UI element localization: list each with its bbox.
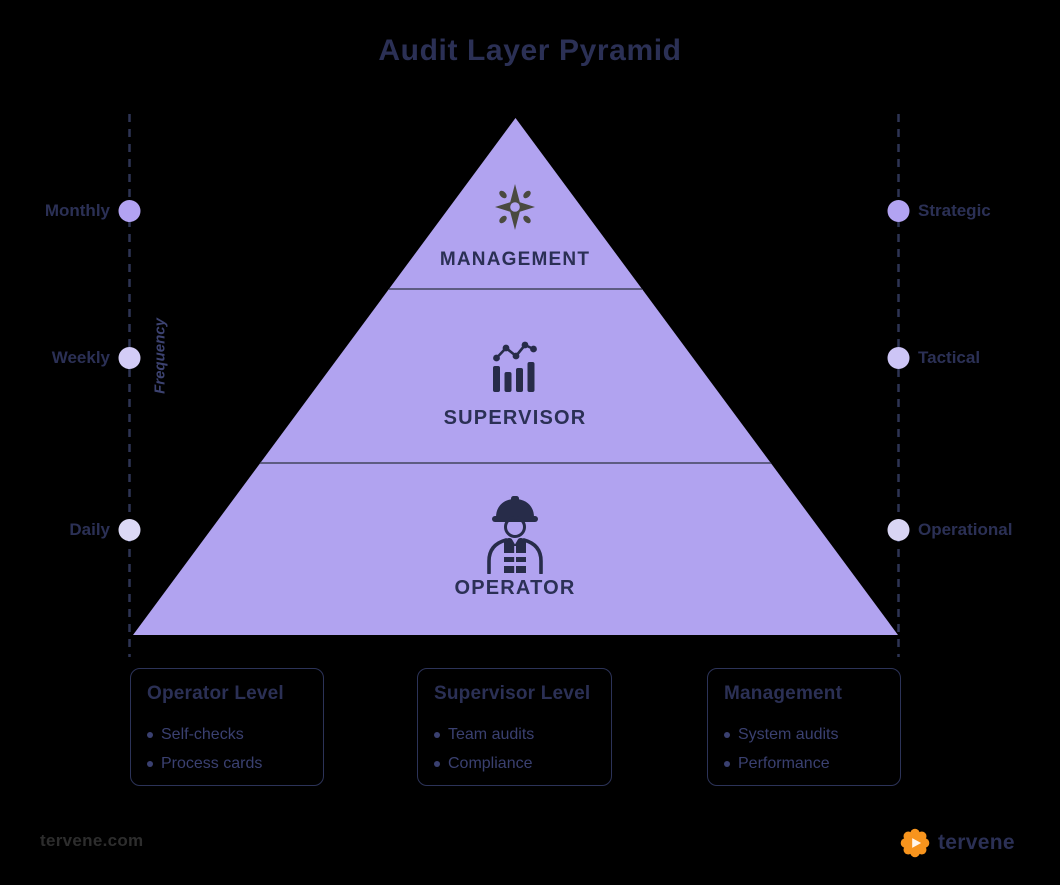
bar-chart-icon xyxy=(493,341,537,392)
pyramid-shape xyxy=(133,118,898,635)
axis-dot-daily xyxy=(118,519,141,541)
legend-card-list: System audits Performance xyxy=(724,720,886,778)
frequency-axis-label: Frequency xyxy=(151,318,169,394)
level-label-management: MANAGEMENT xyxy=(439,249,591,270)
legend-card-operator: Operator Level Self-checks Process cards xyxy=(130,668,324,786)
axis-dot-weekly xyxy=(118,347,141,369)
brand-name: tervene xyxy=(938,831,1015,854)
list-item: Self-checks xyxy=(147,720,309,749)
legend-card-list: Team audits Compliance xyxy=(434,720,597,778)
construction-worker-icon xyxy=(487,496,543,574)
level-label-supervisor: SUPERVISOR xyxy=(443,407,587,429)
tick-operational: Operational xyxy=(918,520,1013,539)
compass-center-hole xyxy=(510,202,520,212)
page-title: Audit Layer Pyramid xyxy=(378,34,682,67)
axis-dot-monthly xyxy=(118,200,141,222)
legend-card-heading: Operator Level xyxy=(147,683,284,704)
list-item: Process cards xyxy=(147,749,309,778)
tervene-gear-icon xyxy=(900,828,930,858)
list-item: Performance xyxy=(724,749,886,778)
axis-dot-operational xyxy=(887,519,910,541)
axis-dot-strategic xyxy=(887,200,910,222)
level-label-operator: OPERATOR xyxy=(454,577,576,599)
axis-dot-tactical xyxy=(887,347,910,369)
tick-daily: Daily xyxy=(69,520,110,539)
brand-logo[interactable]: tervene xyxy=(899,827,1015,859)
legend-card-supervisor: Supervisor Level Team audits Compliance xyxy=(417,668,612,786)
list-item: Compliance xyxy=(434,749,597,778)
tick-tactical: Tactical xyxy=(918,348,981,367)
play-icon xyxy=(912,838,922,848)
tick-monthly: Monthly xyxy=(44,201,110,220)
compass-star-icon xyxy=(495,184,535,230)
legend-card-management: Management System audits Performance xyxy=(707,668,901,786)
legend-card-list: Self-checks Process cards xyxy=(147,720,309,778)
list-item: System audits xyxy=(724,720,886,749)
legend-card-heading: Supervisor Level xyxy=(434,683,591,704)
tick-weekly: Weekly xyxy=(51,348,110,367)
list-item: Team audits xyxy=(434,720,597,749)
tick-strategic: Strategic xyxy=(918,201,991,220)
website-link[interactable]: tervene.com xyxy=(40,831,144,850)
legend-card-heading: Management xyxy=(724,683,843,704)
